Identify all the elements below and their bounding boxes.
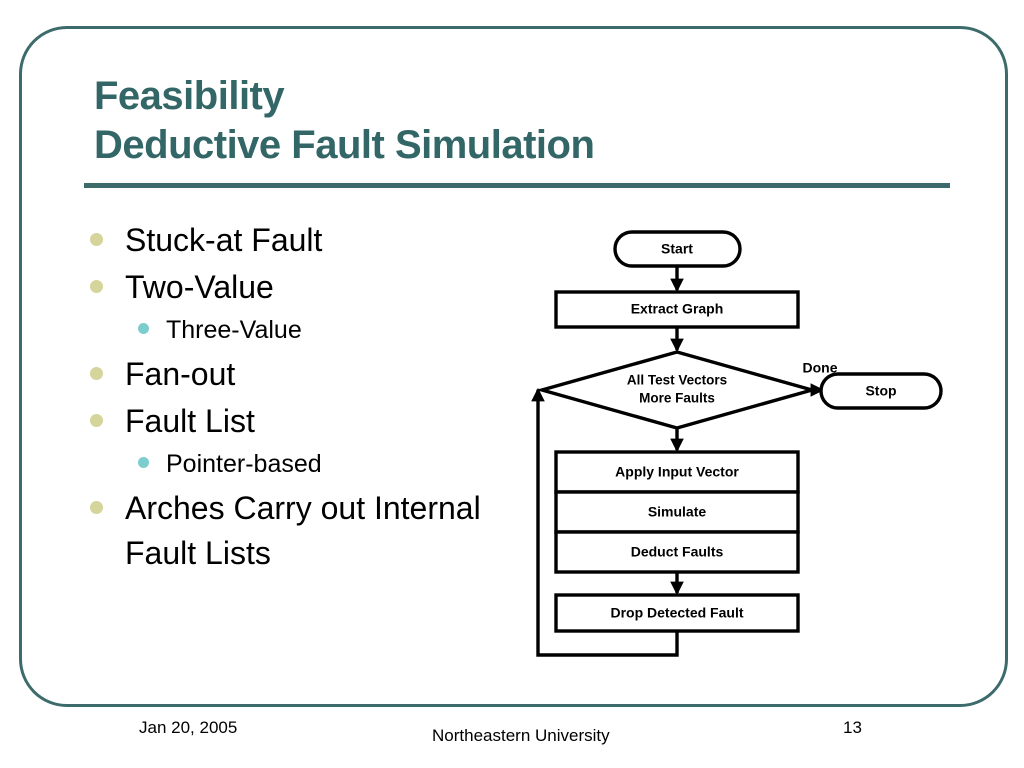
- list-item: Three-Value: [90, 312, 510, 348]
- list-item-label: Arches Carry out Internal Fault Lists: [125, 490, 481, 571]
- node-decision-label-line2: More Faults: [639, 391, 715, 406]
- node-deduct-faults: [554, 530, 800, 574]
- footer-organization: Northeastern University: [432, 726, 610, 745]
- bullet-dot-icon: [90, 367, 103, 380]
- list-item: Fan-out: [90, 352, 510, 397]
- node-decision-label-line1: All Test Vectors: [627, 373, 727, 388]
- list-item-label: Fault List: [125, 403, 255, 439]
- list-item-label: Stuck-at Fault: [125, 222, 323, 258]
- list-item-label: Pointer-based: [166, 450, 322, 478]
- node-start-label: Start: [661, 241, 693, 257]
- bullet-dot-icon: [90, 501, 103, 514]
- footer-page-number: 13: [843, 718, 862, 737]
- list-item: Pointer-based: [90, 446, 510, 482]
- title-line-2: Deductive Fault Simulation: [94, 123, 595, 167]
- list-item: Fault List: [90, 399, 510, 444]
- bullet-dot-icon: [90, 414, 103, 427]
- node-extract-graph-label: Extract Graph: [631, 301, 724, 317]
- edge-feedback-loop: [531, 387, 679, 657]
- node-deduct-faults-label: Deduct Faults: [631, 544, 724, 560]
- node-simulate-label: Simulate: [648, 504, 707, 520]
- node-drop-detected-fault-label: Drop Detected Fault: [610, 605, 743, 621]
- node-start: [613, 230, 742, 268]
- node-decision: [535, 350, 819, 430]
- list-item: Stuck-at Fault: [90, 218, 510, 263]
- node-extract-graph: [554, 290, 800, 329]
- slide-footer: Jan 20, 2005 Northeastern University 13: [0, 718, 1024, 758]
- bullet-list: Stuck-at Fault Two-Value Three-Value Fan…: [90, 218, 510, 578]
- deductive-fault-simulation-flowchart: Start Extract Graph All Test Vectors Mor…: [520, 222, 960, 672]
- bullet-dot-icon: [90, 233, 103, 246]
- bullet-dot-icon: [90, 280, 103, 293]
- title-line-1: Feasibility: [94, 74, 285, 118]
- list-item: Arches Carry out Internal Fault Lists: [90, 486, 510, 576]
- list-item-label: Two-Value: [125, 269, 274, 305]
- list-item: Two-Value: [90, 265, 510, 310]
- node-drop-detected-fault: [554, 593, 800, 633]
- sub-bullet-dot-icon: [138, 323, 149, 334]
- list-item-label: Fan-out: [125, 356, 236, 392]
- title-divider: [84, 183, 950, 188]
- page-title: Feasibility Deductive Fault Simulation: [94, 72, 964, 170]
- footer-date: Jan 20, 2005: [139, 718, 238, 737]
- node-stop: [819, 372, 943, 410]
- list-item-label: Three-Value: [166, 316, 302, 344]
- sub-bullet-dot-icon: [138, 457, 149, 468]
- node-apply-input-vector-label: Apply Input Vector: [615, 464, 739, 480]
- node-stop-label: Stop: [865, 383, 896, 399]
- edge-label-done: Done: [803, 360, 838, 376]
